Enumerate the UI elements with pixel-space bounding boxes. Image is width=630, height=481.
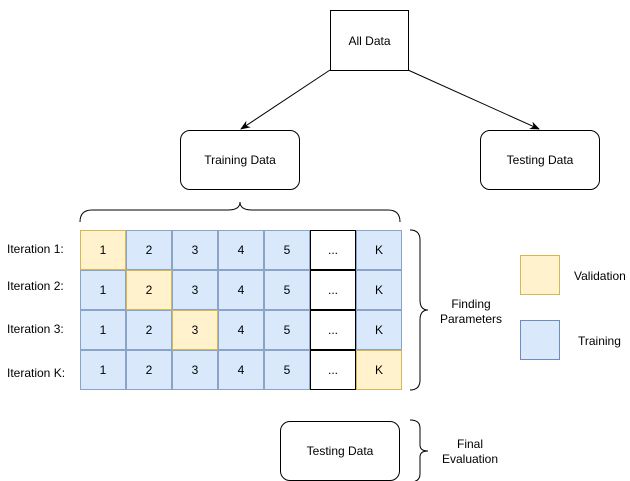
training-data-box: Training Data [180,130,300,190]
all-data-label: All Data [348,33,391,48]
iteration-label-2: Iteration 2: [7,279,64,293]
iteration-label-k: Iteration K: [7,366,66,380]
training-fold-cell: K [356,230,402,270]
training-fold-cell: 5 [264,310,310,350]
final-testing-data-box: Testing Data [280,421,400,481]
iteration-label-1: Iteration 1: [7,242,64,256]
training-fold-cell: 3 [172,350,218,390]
validation-fold-cell: 3 [172,310,218,350]
final-evaluation-brace [409,419,429,481]
final-testing-data-label: Testing Data [306,444,374,458]
testing-data-label: Testing Data [506,153,574,167]
finding-parameters-label: Finding Parameters [436,297,506,327]
legend-validation-swatch [520,255,560,295]
arrow-to-testing [407,69,540,130]
training-fold-cell: K [356,310,402,350]
training-fold-cell: 2 [126,350,172,390]
final-evaluation-label: Final Evaluation [430,437,510,467]
training-fold-cell: 5 [264,350,310,390]
training-fold-cell: 1 [80,310,126,350]
legend-training-swatch [520,320,560,360]
validation-fold-cell: K [356,350,402,390]
finding-parameters-brace [409,229,429,391]
training-fold-cell: 2 [126,230,172,270]
finding-parameters-line1: Finding [451,297,491,311]
training-brace [79,201,401,223]
training-fold-cell: 1 [80,270,126,310]
final-evaluation-line1: Final [456,437,483,451]
training-fold-cell: 5 [264,230,310,270]
ellipsis-cell: ... [310,270,356,310]
training-fold-cell: 4 [218,270,264,310]
training-fold-cell: 4 [218,310,264,350]
legend-training-label: Training [578,334,621,348]
iteration-label-3: Iteration 3: [7,322,64,336]
final-evaluation-line2: Evaluation [441,452,499,466]
ellipsis-cell: ... [310,310,356,350]
finding-parameters-line2: Parameters [439,312,503,326]
arrow-to-training [240,69,331,130]
training-fold-cell: 4 [218,350,264,390]
ellipsis-cell: ... [310,230,356,270]
training-fold-cell: 5 [264,270,310,310]
training-fold-cell: 3 [172,230,218,270]
training-fold-cell: 3 [172,270,218,310]
training-fold-cell: 2 [126,310,172,350]
training-fold-cell: K [356,270,402,310]
training-fold-cell: 4 [218,230,264,270]
validation-fold-cell: 2 [126,270,172,310]
training-fold-cell: 1 [80,350,126,390]
all-data-box: All Data [330,10,409,71]
validation-fold-cell: 1 [80,230,126,270]
legend-validation-label: Validation [574,269,626,283]
training-data-label: Training Data [204,153,276,167]
testing-data-box: Testing Data [480,130,600,190]
ellipsis-cell: ... [310,350,356,390]
